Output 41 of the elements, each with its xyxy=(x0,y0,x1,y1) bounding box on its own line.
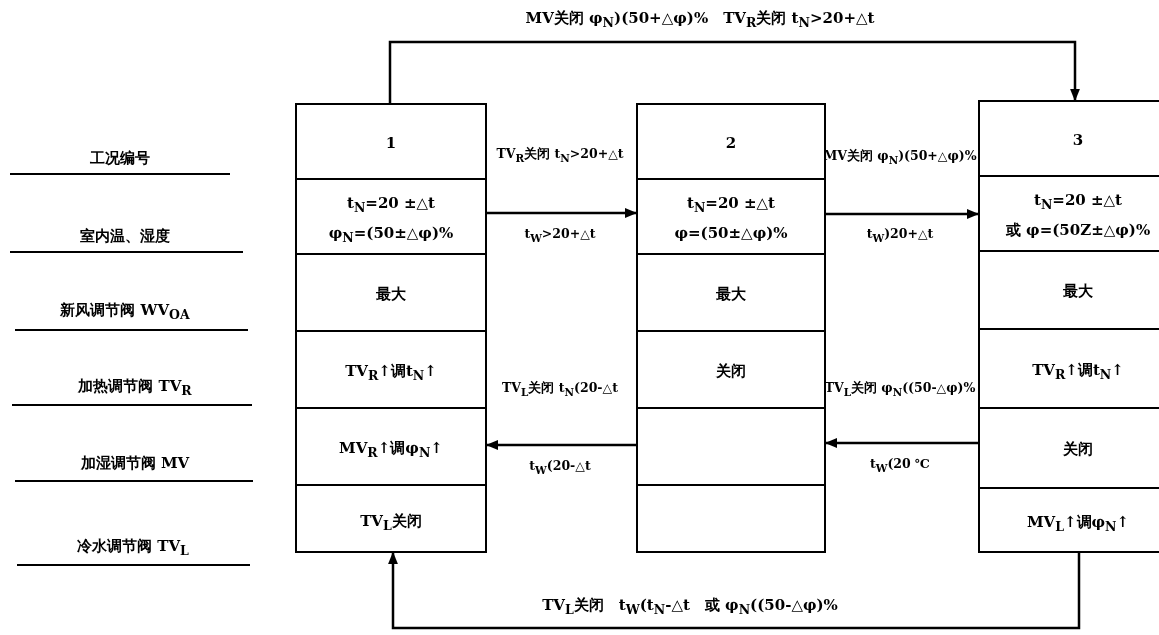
cell-text: t$_{N}$=20 ±△t xyxy=(346,193,436,217)
state-column xyxy=(978,100,1159,553)
row-label: 工况编号 xyxy=(90,149,150,167)
cell-text: t$_{N}$=20 ±△t xyxy=(686,193,776,217)
edge-label: TV$_{L}$关闭 t$_{W}$(t$_{N}$-△t 或 φ$_{N}$((50-△φ)% xyxy=(542,595,838,619)
cell-text: 最大 xyxy=(1063,282,1093,300)
condition-label: t$_{W}$(20-△t xyxy=(529,457,591,478)
case-number: 1 xyxy=(385,133,397,152)
cell-text: 最大 xyxy=(716,284,746,303)
row-label: 加热调节阀 TV$_{R}$ xyxy=(78,376,192,400)
edge-label: TV$_{L}$关闭 t$_{N}$(20-△t xyxy=(502,379,618,400)
cell-text: 关闭 xyxy=(716,361,746,380)
edge-label: TV$_{R}$关闭 t$_{N}$>20+△t xyxy=(496,145,624,166)
row-label: 加湿调节阀 MV xyxy=(80,454,190,472)
cell-text: TV$_{R}$↑调t$_{N}$↑ xyxy=(345,361,437,385)
cell-text: 最大 xyxy=(376,284,406,303)
row-label: 新风调节阀 WV$_{OA}$ xyxy=(60,300,190,324)
cell-text: t$_{N}$=20 ±△t xyxy=(1033,190,1123,214)
case-number: 2 xyxy=(725,133,737,152)
case-number: 3 xyxy=(1072,130,1084,149)
arrow xyxy=(388,551,1081,630)
cell-text: φ$_{N}$=(50±△φ)% xyxy=(328,223,454,247)
cell-text: 关闭 xyxy=(1063,440,1093,458)
cell-text: φ=(50±△φ)% xyxy=(674,223,788,242)
cell-text: TV$_{L}$关闭 xyxy=(360,511,422,535)
row-label: 室内温、湿度 xyxy=(80,227,170,245)
arrow xyxy=(487,208,638,218)
condition-label: t$_{W}$)20+△t xyxy=(866,225,934,246)
cell-text: 或 φ=(50Z±△φ)% xyxy=(1005,220,1151,239)
arrow xyxy=(826,209,980,219)
cell-text: MV$_{L}$↑调φ$_{N}$↑ xyxy=(1026,513,1130,536)
state-column xyxy=(295,103,487,553)
state-column xyxy=(636,103,826,553)
row-label: 冷水调节阀 TV$_{L}$ xyxy=(77,536,189,560)
edge-label: MV关闭 φ$_{N}$)(50+△φ)% TV$_{R}$关闭 t$_{N}$>20+△t xyxy=(525,8,875,32)
condition-label: t$_{W}$(20 ℃ xyxy=(869,455,931,476)
condition-label: t$_{W}$>20+△t xyxy=(524,225,596,246)
arrow xyxy=(388,40,1080,103)
cell-text: TV$_{R}$↑调t$_{N}$↑ xyxy=(1032,360,1124,384)
cell-text: MV$_{R}$↑调φ$_{N}$↑ xyxy=(339,438,443,462)
edge-label: TV$_{L}$关闭 φ$_{N}$((50-△φ)% xyxy=(824,379,976,400)
